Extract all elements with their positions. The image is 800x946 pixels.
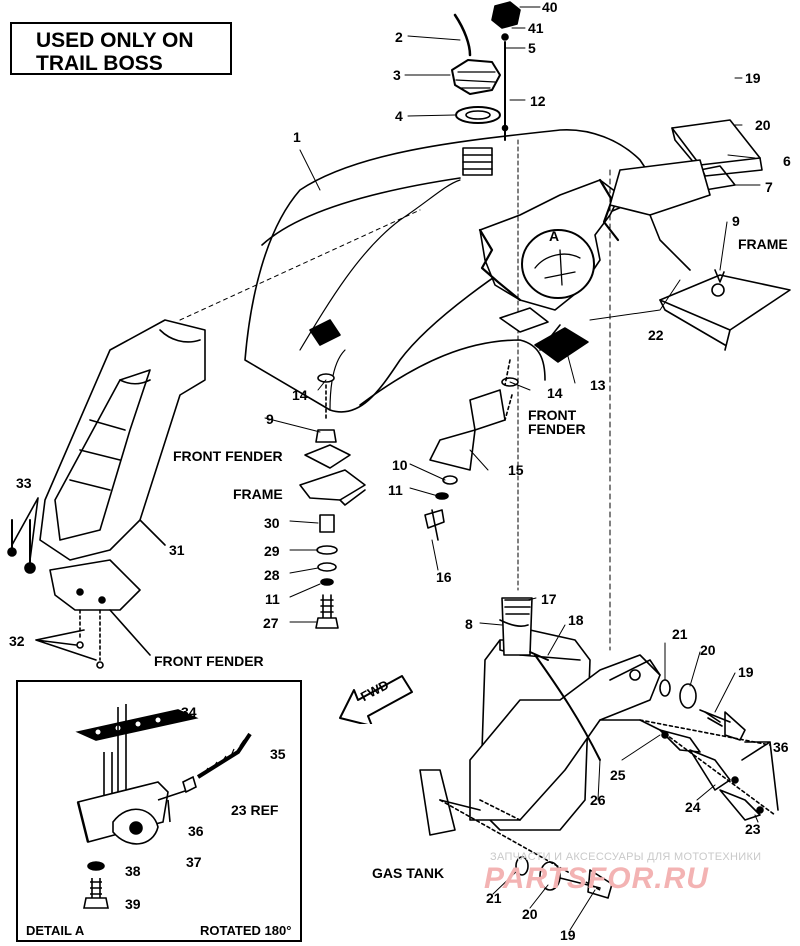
callout-9-center: 9 (266, 411, 274, 427)
gas-tank (419, 597, 661, 836)
bottom-hardware (439, 799, 613, 899)
callout-26: 26 (590, 792, 606, 808)
label-front-fender-left: FRONT FENDER (173, 448, 283, 464)
callout-14-right: 14 (547, 385, 563, 401)
cap-assembly (451, 1, 521, 176)
label-rotated: ROTATED 180° (200, 923, 292, 938)
label-frame-left: FRAME (233, 486, 283, 502)
cutaway-section (478, 178, 621, 311)
callout-25: 25 (610, 767, 626, 783)
callout-21-bottom: 21 (486, 890, 502, 906)
banner-line-2: TRAIL BOSS (36, 52, 163, 75)
callout-11-center: 11 (265, 591, 280, 607)
callout-1: 1 (293, 129, 301, 145)
callout-22: 22 (648, 327, 664, 343)
pe-decal (534, 327, 589, 363)
watermark-logo: PARTSFOR.RU (484, 862, 709, 895)
label-gas-tank: GAS TANK (372, 865, 445, 881)
callout-9-top: 9 (732, 213, 740, 229)
callout-36-right: 36 (773, 739, 789, 755)
leader-lines (264, 6, 761, 931)
callout-18: 18 (568, 612, 584, 628)
seat-tank-cover (244, 129, 661, 413)
detail-a-box (16, 680, 302, 942)
callout-23: 23 (745, 821, 761, 837)
center-hardware-stack (299, 373, 366, 629)
callout-29: 29 (264, 543, 280, 559)
fender-plate (49, 559, 141, 611)
callout-7: 7 (765, 179, 773, 195)
callout-detail-a: A (549, 228, 560, 244)
right-hardware-stack (424, 359, 519, 541)
callout-15: 15 (508, 462, 524, 478)
label-front-fender-right: FRONT FENDER (528, 407, 586, 437)
callout-36-detail: 36 (188, 823, 204, 839)
callout-21-right: 21 (672, 626, 688, 642)
label-frame-top: FRAME (738, 236, 788, 252)
callout-30: 30 (264, 515, 280, 531)
callout-41: 41 (528, 20, 544, 36)
callout-34: 34 (181, 704, 197, 720)
callout-12: 12 (530, 93, 546, 109)
callout-2: 2 (395, 29, 403, 45)
callout-19-right: 19 (738, 664, 754, 680)
callout-17: 17 (541, 591, 557, 607)
callout-19-top: 19 (745, 70, 761, 86)
callout-20-top: 20 (755, 117, 771, 133)
watermark-caption: ЗАПЧАСТИ И АКСЕССУАРЫ ДЛЯ МОТОТЕХНИКИ (490, 851, 762, 863)
label-detail-a: DETAIL A (26, 923, 85, 938)
callout-35: 35 (270, 746, 286, 762)
callout-13: 13 (590, 377, 606, 393)
callout-23-ref: 23 REF (231, 802, 279, 818)
callout-5: 5 (528, 40, 536, 56)
callout-31: 31 (169, 542, 185, 558)
frame-plate-right (659, 269, 791, 351)
callout-32: 32 (9, 633, 25, 649)
callout-40: 40 (542, 0, 558, 15)
callout-3: 3 (393, 67, 401, 83)
callout-6: 6 (783, 153, 791, 169)
callout-38: 38 (125, 863, 141, 879)
forward-arrow-icon (339, 675, 413, 724)
label-front-fender-bottom: FRONT FENDER (154, 653, 264, 669)
callout-37: 37 (186, 854, 202, 870)
callout-4: 4 (395, 108, 403, 124)
callout-11-right: 11 (388, 482, 403, 498)
fender-brace (39, 319, 206, 561)
callout-28: 28 (264, 567, 280, 583)
callout-20-bottom: 20 (522, 906, 538, 922)
callout-19-bottom: 19 (560, 927, 576, 943)
callout-16: 16 (436, 569, 452, 585)
tank-mount-hardware (639, 679, 779, 821)
callout-33: 33 (16, 475, 32, 491)
callout-20-right: 20 (700, 642, 716, 658)
callout-27: 27 (263, 615, 279, 631)
callout-39: 39 (125, 896, 141, 912)
callout-24: 24 (685, 799, 701, 815)
rear-bracket (609, 119, 763, 271)
usage-banner: USED ONLY ON TRAIL BOSS (10, 22, 232, 75)
detail-a-drawing (75, 704, 252, 909)
callout-14-left: 14 (292, 387, 308, 403)
callout-8: 8 (465, 616, 473, 632)
callout-10: 10 (392, 457, 408, 473)
banner-line-1: USED ONLY ON (36, 29, 194, 52)
